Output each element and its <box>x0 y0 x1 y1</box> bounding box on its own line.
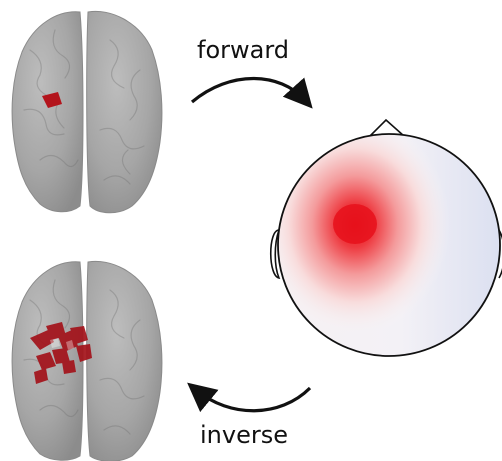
forward-arrow: forward <box>192 36 305 102</box>
left-hemisphere <box>12 12 83 212</box>
curved-arrow-left-icon <box>196 388 310 411</box>
inverse-label: inverse <box>200 421 288 449</box>
brain-top-view-estimate <box>12 261 162 461</box>
right-hemisphere <box>87 11 162 212</box>
right-hemisphere <box>87 261 162 461</box>
scalp-topomap <box>260 115 502 360</box>
brain-top-view-source <box>12 11 162 212</box>
inverse-arrow: inverse <box>196 388 310 449</box>
forward-label: forward <box>197 36 289 64</box>
curved-arrow-right-icon <box>192 79 305 103</box>
